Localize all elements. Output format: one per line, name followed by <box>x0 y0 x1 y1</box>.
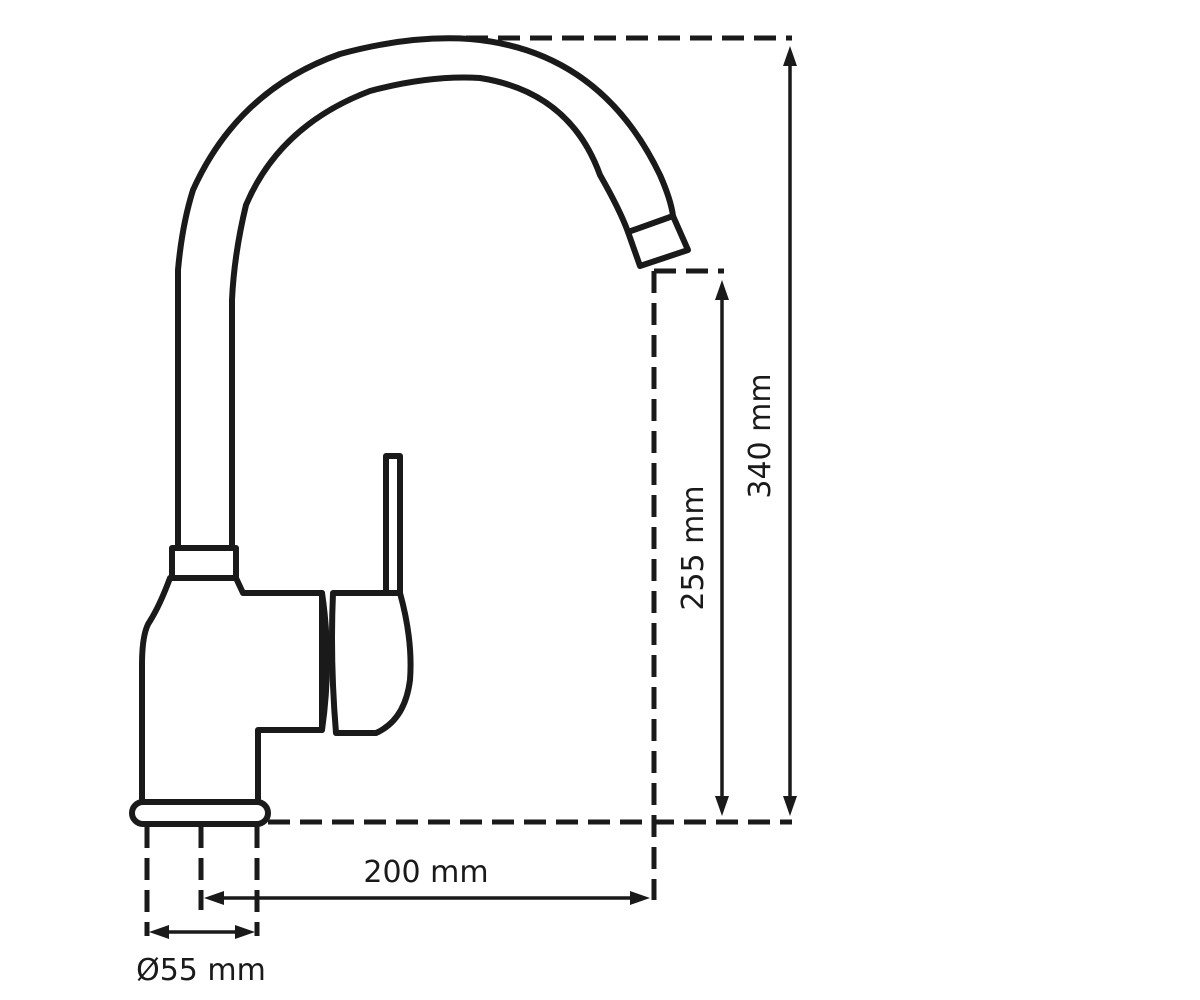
spout-collar <box>169 545 239 581</box>
faucet-base-ring <box>129 799 271 827</box>
dimension-arrows <box>149 46 797 939</box>
handle-flange <box>319 590 330 733</box>
spout-reach-arrow-right <box>630 891 650 905</box>
total-height-arrow-bottom <box>783 796 797 816</box>
total-height-label: 340 mm <box>743 373 778 498</box>
reference-lines <box>144 35 792 936</box>
spout-nozzle <box>625 213 691 269</box>
faucet-drawing <box>129 35 691 827</box>
spout-height-arrow-top <box>715 280 729 300</box>
base-diameter-label: Ø55 mm <box>136 953 266 988</box>
spout-inner-curve <box>229 74 631 551</box>
spout-outer-curve <box>175 35 676 551</box>
spout-reach-arrow-left <box>204 891 224 905</box>
handle-lever <box>383 453 403 596</box>
dimension-labels: 340 mm 255 mm 200 mm Ø55 mm <box>136 373 778 988</box>
base-diameter-arrow-right <box>235 925 255 939</box>
faucet-body <box>139 575 325 805</box>
spout-height-arrow-bottom <box>715 796 729 816</box>
base-diameter-arrow-left <box>149 925 169 939</box>
spout-reach-label: 200 mm <box>363 855 488 890</box>
spout-height-label: 255 mm <box>676 485 711 610</box>
handle-cap <box>329 590 414 736</box>
total-height-arrow-top <box>783 46 797 66</box>
